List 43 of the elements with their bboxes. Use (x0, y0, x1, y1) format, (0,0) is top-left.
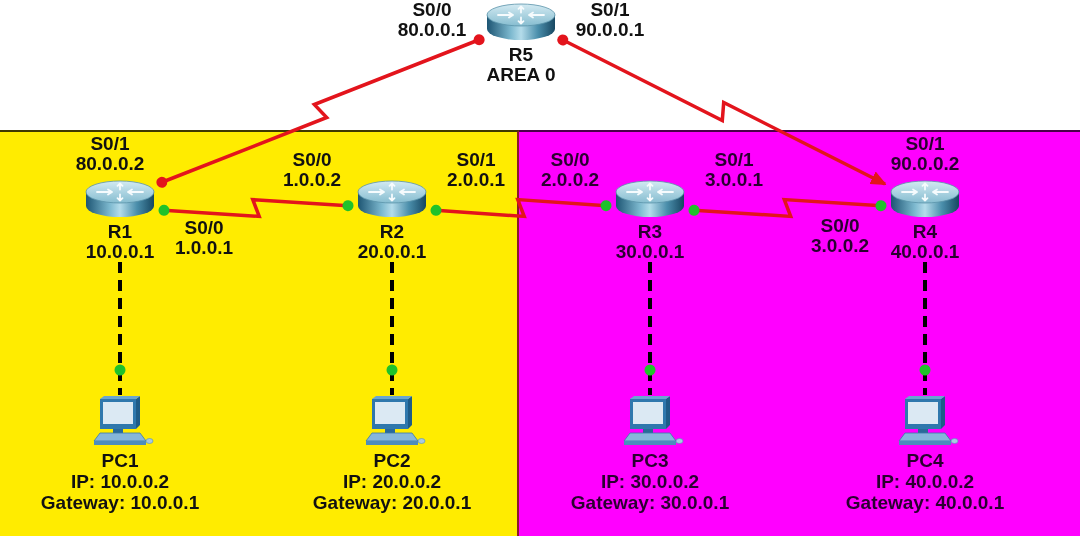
device-name: PC4 (906, 450, 944, 471)
gateway-address: Gateway: 10.0.0.1 (40, 492, 200, 513)
interface-label: S0/0 80.0.0.1 (397, 0, 467, 40)
device-name: R1 (107, 222, 133, 242)
ip-address: 40.0.0.1 (890, 242, 960, 262)
ethernet-link (386, 262, 398, 395)
ip-address: 20.0.0.1 (357, 242, 427, 262)
interface-label: S0/0 1.0.0.2 (282, 150, 342, 190)
interface-label: S0/1 90.0.0.2 (890, 134, 960, 174)
interface-label: S0/0 2.0.0.2 (540, 150, 600, 190)
ip-address: IP: 30.0.0.2 (600, 471, 700, 492)
interface-label: S0/1 90.0.0.1 (575, 0, 645, 40)
ethernet-link (644, 262, 656, 395)
device-name: PC3 (631, 450, 669, 471)
serial-link (557, 34, 887, 186)
interface-label: S0/1 3.0.0.1 (704, 150, 764, 190)
area-label: AREA 0 (486, 65, 556, 85)
serial-link (688, 197, 887, 219)
device-name: PC2 (373, 450, 411, 471)
ip-address: 10.0.0.1 (85, 242, 155, 262)
serial-link (158, 197, 354, 219)
device-name: R3 (637, 222, 663, 242)
device-name: PC1 (101, 450, 139, 471)
ip-address: IP: 10.0.0.2 (70, 471, 170, 492)
ip-address: IP: 40.0.0.2 (875, 471, 975, 492)
gateway-address: Gateway: 20.0.0.1 (312, 492, 472, 513)
device-name: R5 (508, 45, 534, 65)
ethernet-link (919, 262, 931, 395)
device-name: R4 (912, 222, 938, 242)
network-area (519, 130, 1080, 536)
ip-address: 30.0.0.1 (615, 242, 685, 262)
interface-label: S0/0 3.0.0.2 (810, 216, 870, 256)
ip-address: IP: 20.0.0.2 (342, 471, 442, 492)
gateway-address: Gateway: 40.0.0.1 (845, 492, 1005, 513)
interface-label: S0/1 80.0.0.2 (75, 134, 145, 174)
gateway-address: Gateway: 30.0.0.1 (570, 492, 730, 513)
serial-link (156, 34, 485, 188)
network-area (0, 130, 519, 536)
serial-link (430, 197, 612, 219)
interface-label: S0/0 1.0.0.1 (174, 218, 234, 258)
device-name: R2 (379, 222, 405, 242)
ethernet-link (114, 262, 126, 395)
interface-label: S0/1 2.0.0.1 (446, 150, 506, 190)
